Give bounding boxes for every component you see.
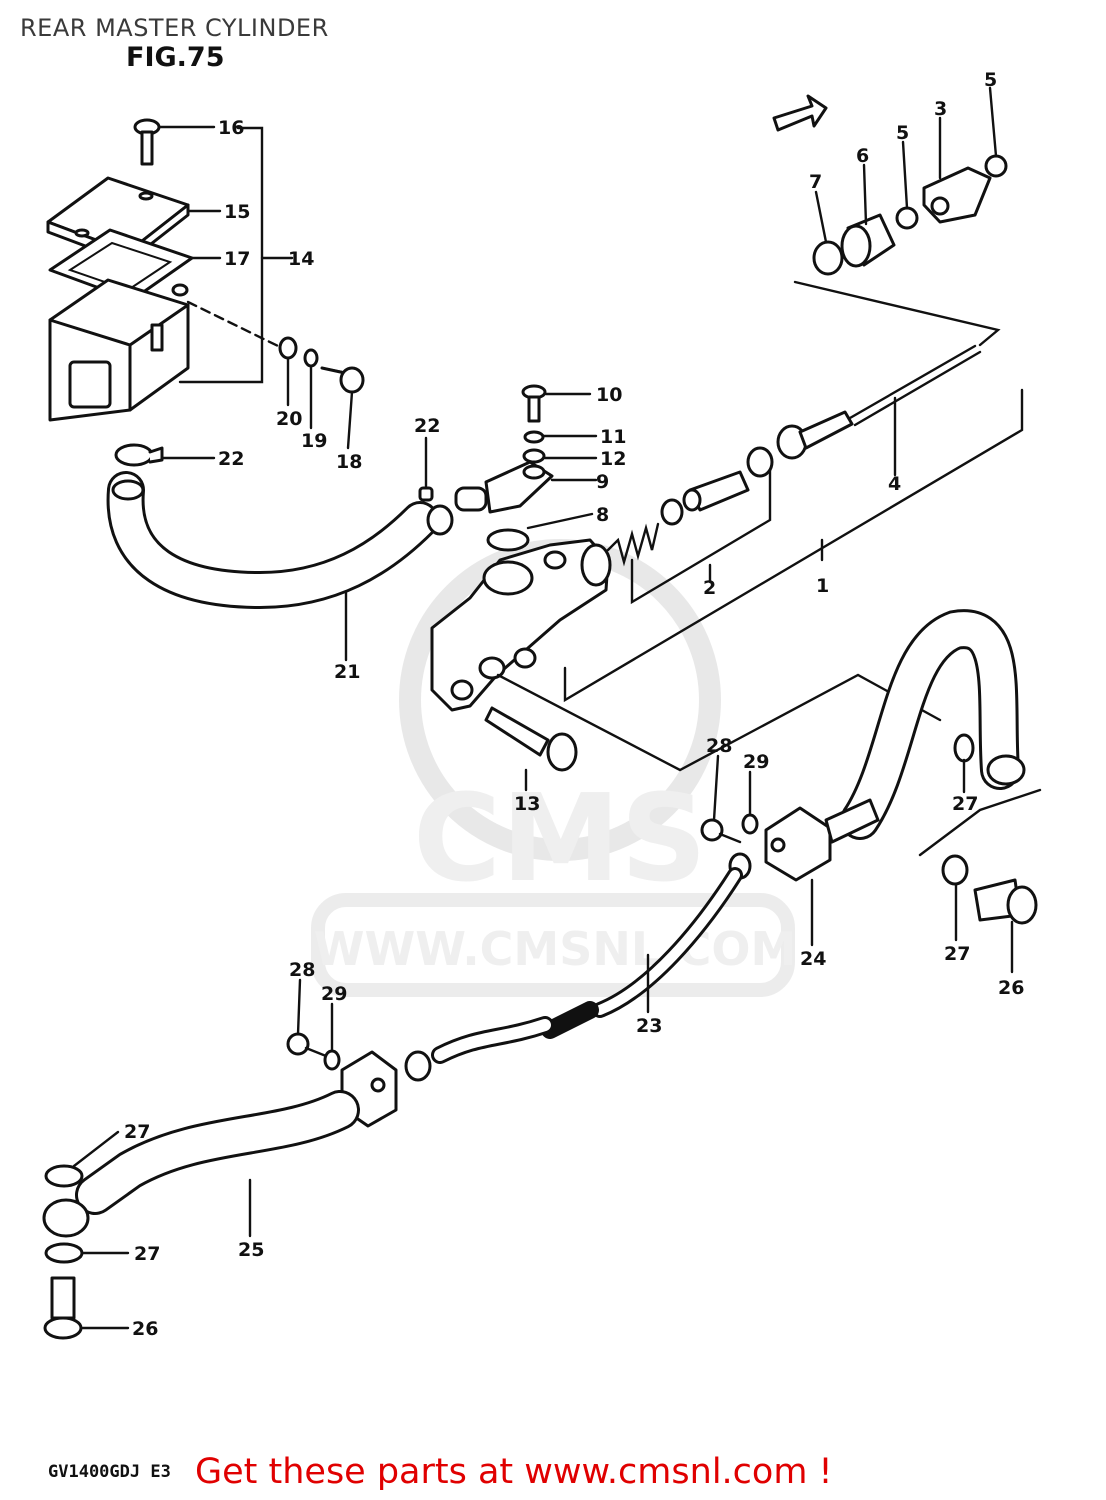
part-29-washer-lower (323, 1049, 341, 1071)
callout-25: 25 (238, 1239, 264, 1261)
part-5-nut (895, 206, 919, 230)
part-1-master-cylinder-body (430, 538, 612, 712)
diagram-title: REAR MASTER CYLINDER (20, 14, 329, 42)
assembly-line-26 (918, 788, 1042, 857)
part-7-circlip (812, 240, 844, 276)
callout-15: 15 (224, 201, 250, 223)
part-18-bolt (320, 366, 365, 394)
cms-watermark: CMS WWW.CMSNL.COM (311, 539, 797, 997)
part-29-washer (741, 813, 759, 835)
part-2-piston-assembly (660, 446, 774, 526)
part-25-brake-hose (42, 1090, 360, 1238)
callout-21: 21 (334, 661, 360, 683)
callout-10: 10 (596, 384, 622, 406)
reservoir-body (48, 278, 190, 422)
callout-14: 14 (288, 248, 314, 270)
callout-22-top: 22 (218, 448, 244, 470)
watermark-url: WWW.CMSNL.COM (314, 922, 797, 976)
part-28-bolt-lower (286, 1032, 328, 1058)
callout-5-lower: 5 (896, 122, 909, 144)
part-21-reservoir-hose (106, 471, 439, 610)
part-9-hose-fitting (454, 460, 554, 514)
assembly-line-reservoir (186, 300, 280, 348)
part-23-brake-pipe (404, 852, 752, 1082)
callout-27-lower-top: 27 (124, 1121, 150, 1143)
callout-23: 23 (636, 1015, 662, 1037)
part-2-piston-spring (606, 522, 660, 567)
part-3-clevis (922, 166, 992, 224)
part-13-bolt (484, 706, 578, 772)
callout-5-upper: 5 (984, 69, 997, 91)
callout-20: 20 (276, 408, 302, 430)
callout-29-lower: 29 (321, 983, 347, 1005)
callout-27-lower-bottom: 27 (134, 1243, 160, 1265)
part-6-boot (840, 213, 896, 268)
part-20-washer (278, 336, 298, 360)
callout-7: 7 (809, 171, 822, 193)
bracket-line-2 (630, 468, 772, 605)
callout-22-mid: 22 (414, 415, 440, 437)
callout-28-upper: 28 (706, 735, 732, 757)
watermark-logo: CMS (413, 770, 707, 909)
model-code: GV1400GDJ E3 (48, 1462, 171, 1482)
bracket-line-1 (563, 388, 1024, 703)
part-11-washer (523, 430, 545, 444)
callout-numbers: 16 15 17 14 20 19 18 22 22 10 11 12 9 8 … (124, 69, 1024, 1340)
callout-13: 13 (514, 793, 540, 815)
callout-6: 6 (856, 145, 869, 167)
part-4-push-rod (776, 344, 982, 460)
part-8-o-ring (486, 528, 530, 552)
part-16-screw (133, 118, 161, 166)
parts-link-banner[interactable]: Get these parts at www.cmsnl.com ! (195, 1452, 833, 1492)
part-27-washer-lower-top (44, 1164, 84, 1188)
callout-12: 12 (600, 448, 626, 470)
assembly-line-pushrod (793, 280, 1001, 347)
front-arrow-icon (772, 94, 828, 132)
part-22-small-clamp (418, 486, 454, 536)
callout-19: 19 (301, 430, 327, 452)
callout-27-upper: 27 (952, 793, 978, 815)
part-19-lock-washer (303, 348, 319, 368)
callout-11: 11 (600, 426, 626, 448)
figure-number: FIG.75 (126, 42, 225, 73)
part-22-hose-clamp (114, 443, 164, 467)
part-28-bolt (700, 818, 742, 844)
upper-brake-hose (840, 609, 1026, 840)
callout-16: 16 (218, 117, 244, 139)
part-27-washer-lower-bottom (44, 1242, 84, 1264)
part-26-union-bolt-lower (43, 1276, 83, 1340)
part-24-junction-block (764, 798, 880, 882)
leader-line-14 (178, 126, 264, 384)
callout-29-upper: 29 (743, 751, 769, 773)
part-26-union-bolt-right (973, 878, 1038, 925)
part-5-nut-top (984, 154, 1008, 178)
callout-9: 9 (596, 471, 609, 493)
callout-26-lower: 26 (132, 1318, 158, 1340)
callout-leaders (72, 86, 1014, 1330)
callout-17: 17 (224, 248, 250, 270)
callout-3: 3 (934, 98, 947, 120)
part-10-screw (521, 384, 547, 423)
callout-8: 8 (596, 504, 609, 526)
callout-4: 4 (888, 473, 901, 495)
callout-27-right: 27 (944, 943, 970, 965)
callout-2: 2 (703, 577, 716, 599)
callout-26-right: 26 (998, 977, 1024, 999)
part-27-washer-top (953, 733, 975, 763)
callout-1: 1 (816, 575, 829, 597)
part-27-washer-right (941, 854, 969, 886)
part-12-washer (522, 448, 546, 464)
callout-18: 18 (336, 451, 362, 473)
callout-28-lower: 28 (289, 959, 315, 981)
callout-24: 24 (800, 948, 826, 970)
